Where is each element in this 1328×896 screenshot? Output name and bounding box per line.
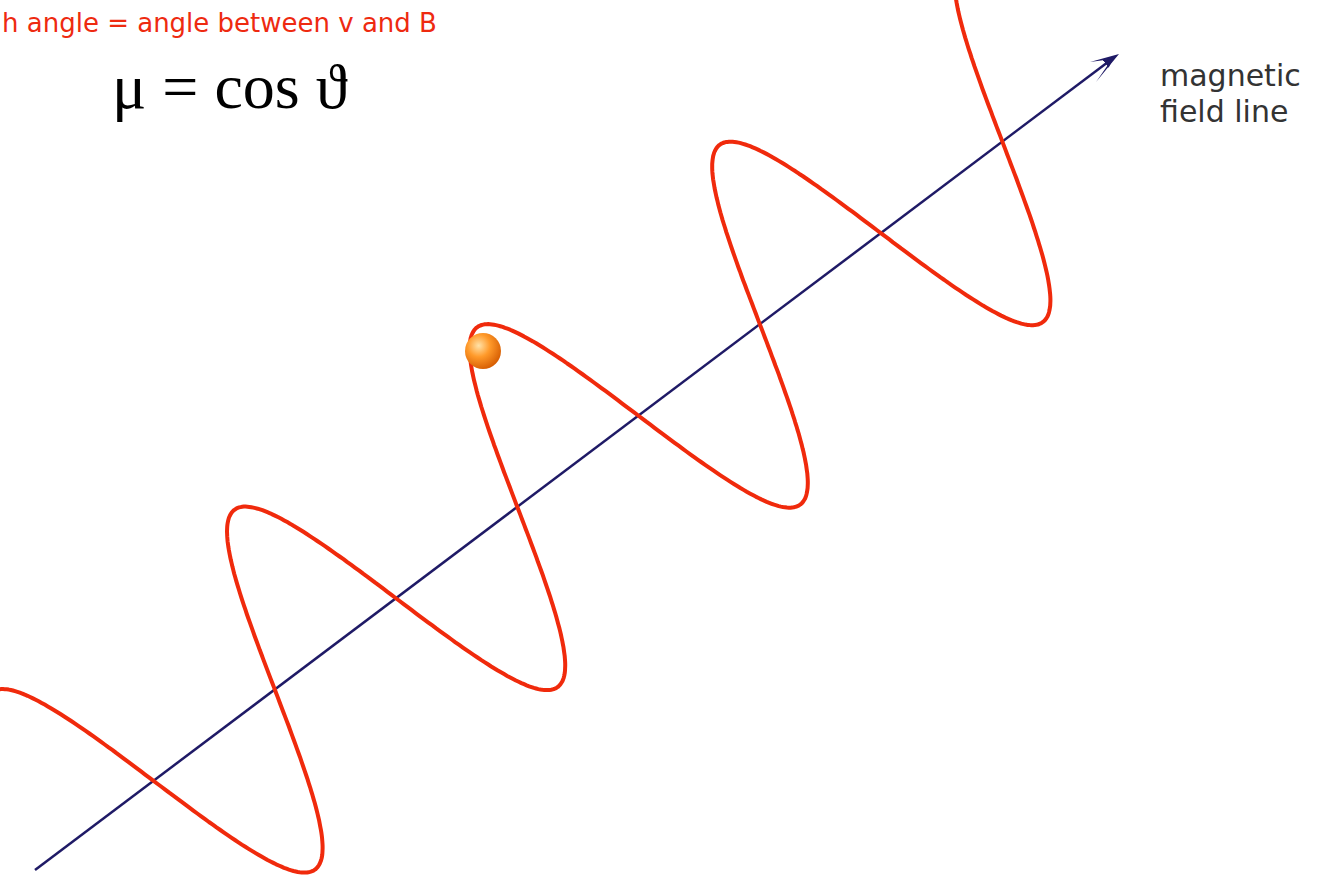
pitch-formula: μ = cos ϑ xyxy=(112,52,347,122)
field-line xyxy=(35,59,1112,870)
pitch-angle-note: h angle = angle between v and B xyxy=(2,8,437,39)
helix-trajectory xyxy=(0,0,1050,873)
charged-particle xyxy=(465,333,501,369)
field-arrowhead xyxy=(1090,54,1119,82)
field-line-label: magnetic field line xyxy=(1160,58,1320,130)
